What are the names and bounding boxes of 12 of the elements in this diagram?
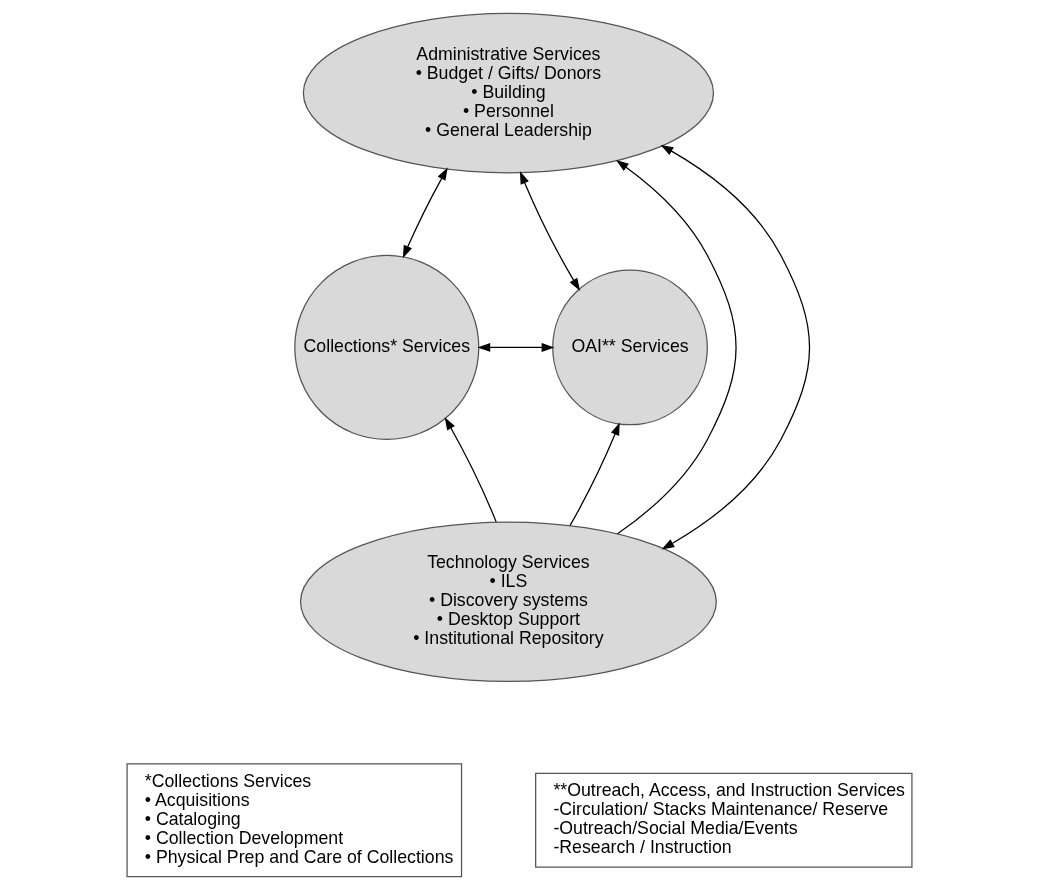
node-circle: OAI** Services (552, 269, 708, 426)
arrow (402, 167, 448, 259)
arrow (444, 417, 497, 523)
node-box: **Outreach, Access, and Instruction Services -Circulation/ Stacks Maintenance/ Reserve -Outreach/Social Media/Events -Research / Instruction (535, 772, 913, 868)
arrow (569, 422, 620, 527)
node-circle: Collections* Services (294, 254, 480, 441)
node-ellipse: Technology Services • ILS • Discovery systems • Desktop Support • Institutional Repository (299, 521, 717, 683)
arrow (615, 159, 737, 535)
node-box: *Collections Services • Acquisitions • Cataloging • Collection Development • Physical Prep and Care of Collections (126, 763, 463, 878)
arrow (519, 171, 581, 291)
arrow (660, 144, 811, 550)
arrow (477, 343, 555, 352)
